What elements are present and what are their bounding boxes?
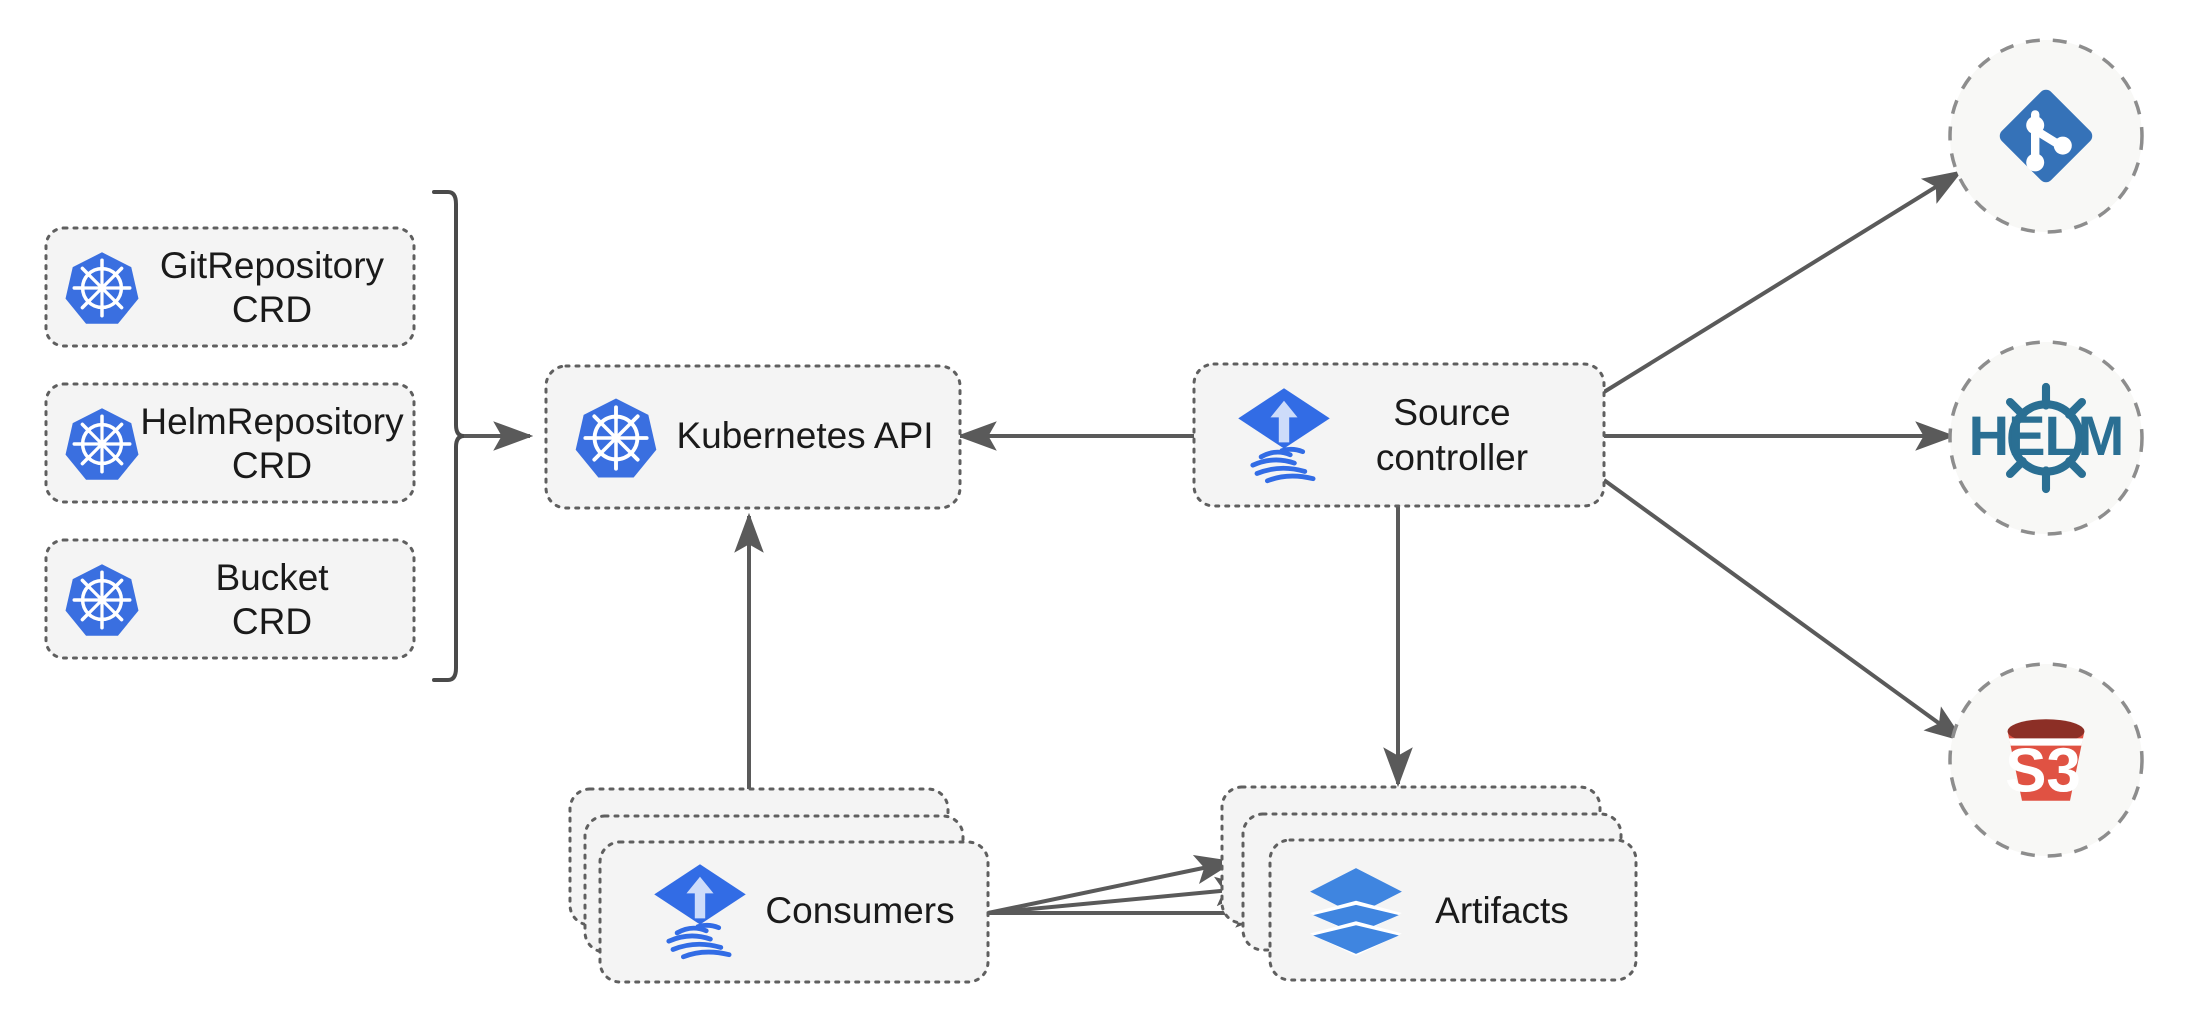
crd-card-git-repository[interactable]: GitRepository CRD	[44, 226, 416, 348]
crd-label-line1: GitRepository	[160, 245, 385, 286]
crd-label-line1: HelmRepository	[140, 401, 404, 442]
node-label-source-controller-line1: Source	[1393, 392, 1510, 433]
crd-card-helm-repository[interactable]: HelmRepository CRD	[44, 382, 416, 504]
crd-group: GitRepository CRD HelmRepository CRD Buc…	[44, 190, 466, 682]
node-source-controller[interactable]: Source controller	[1192, 362, 1606, 508]
source-circle-helm[interactable]: HELM	[1948, 340, 2144, 536]
crd-group-bracket	[432, 190, 466, 682]
crd-label-line2: CRD	[232, 289, 312, 330]
node-label-artifacts: Artifacts	[1435, 890, 1569, 931]
crd-label-line2: CRD	[232, 445, 312, 486]
node-label-kubernetes-api: Kubernetes API	[676, 415, 933, 456]
edge-consumers-to-artifacts-2	[987, 876, 1256, 915]
node-artifacts[interactable]: Artifacts	[1220, 785, 1638, 982]
edges-layer	[464, 170, 1965, 928]
edge-source-controller-to-s3-source	[1602, 478, 1965, 742]
s3-label: S3	[2005, 736, 2081, 805]
edge-consumers-to-artifacts-1	[987, 855, 1236, 915]
node-label-consumers: Consumers	[765, 890, 954, 931]
helm-label: HELM	[1969, 404, 2124, 467]
node-label-source-controller-line2: controller	[1376, 437, 1528, 478]
crd-card-bucket[interactable]: Bucket CRD	[44, 538, 416, 660]
node-kubernetes-api[interactable]: Kubernetes API	[544, 364, 962, 510]
crd-label-line1: Bucket	[215, 557, 329, 598]
crd-label-line2: CRD	[232, 601, 312, 642]
source-circle-s3[interactable]: S3	[1948, 662, 2144, 858]
source-circle-git[interactable]	[1948, 38, 2144, 234]
edge-source-controller-to-git-source	[1602, 170, 1963, 394]
node-consumers[interactable]: Consumers	[568, 787, 990, 984]
